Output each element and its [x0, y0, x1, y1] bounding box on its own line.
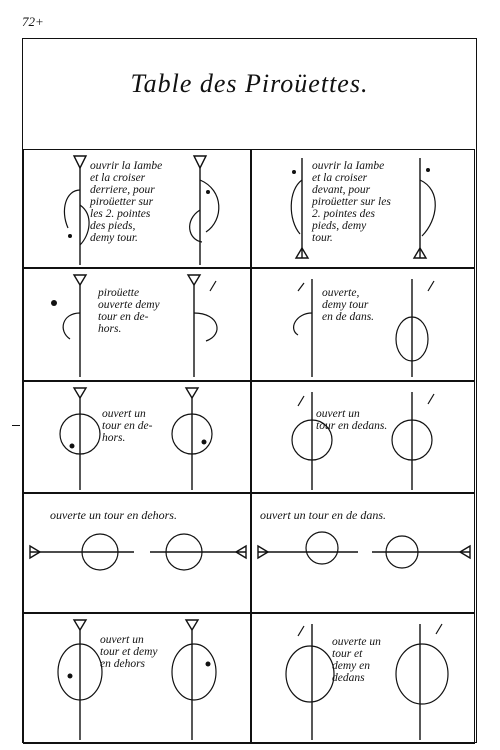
panel-caption: ouverte un tour en dehors. [50, 508, 177, 522]
panel-caption: ouvert un tour en de- hors. [102, 408, 153, 444]
dance-figure [293, 279, 435, 377]
panel-caption: ouverte un tour et demy en dedans [332, 636, 381, 684]
dance-figure [285, 623, 449, 740]
dance-figure [63, 155, 220, 265]
panel-half-turn-inward: ouverte, demy tour en de dans. [251, 268, 475, 381]
margin-mark [12, 425, 20, 427]
dance-figure [51, 274, 218, 377]
panel-turn-and-half-inward: ouverte un tour et demy en dedans [251, 613, 475, 744]
plate-title: Table des Piroüettes. [130, 69, 369, 98]
pirouette-grid: ouvrir la Iambe et la croiser derriere, … [23, 149, 475, 744]
panel-half-turn-outward: piroüette ouverte demy tour en de- hors. [23, 268, 251, 381]
panel-caption: ouverte, demy tour en de dans. [322, 287, 375, 323]
panel-full-turn-inward: ouvert un tour en dedans. [251, 381, 475, 493]
dance-figure [29, 533, 247, 571]
panel-turn-and-half-outward: ouvert un tour et demy en dehors [23, 613, 251, 744]
panel-caption: ouvert un tour en dedans. [316, 408, 388, 432]
panel-half-turn-behind: ouvrir la Iambe et la croiser derriere, … [23, 149, 251, 268]
panel-caption: ouvrir la Iambe et la croiser devant, po… [312, 160, 391, 244]
page-number: 72+ [22, 14, 44, 29]
panel-full-turn-outward: ouvert un tour en de- hors. [23, 381, 251, 493]
dance-figure [290, 158, 436, 259]
dance-figure [59, 387, 213, 490]
panel-caption: ouvert un tour et demy en dehors [100, 634, 158, 670]
panel-full-turn-outward-horizontal: ouverte un tour en dehors. [23, 493, 251, 613]
dance-figure [57, 619, 217, 740]
panel-caption: piroüette ouverte demy tour en de- hors. [98, 287, 160, 335]
panel-half-turn-front: ouvrir la Iambe et la croiser devant, po… [251, 149, 475, 268]
dance-figure [291, 392, 435, 490]
dance-figure [257, 531, 471, 569]
panel-caption: ouvert un tour en de dans. [260, 508, 386, 522]
panel-full-turn-inward-horizontal: ouvert un tour en de dans. [251, 493, 475, 613]
plate-frame: Table des Piroüettes. ouvrir la Iambe et… [22, 38, 477, 744]
panel-caption: ouvrir la Iambe et la croiser derriere, … [90, 160, 163, 244]
